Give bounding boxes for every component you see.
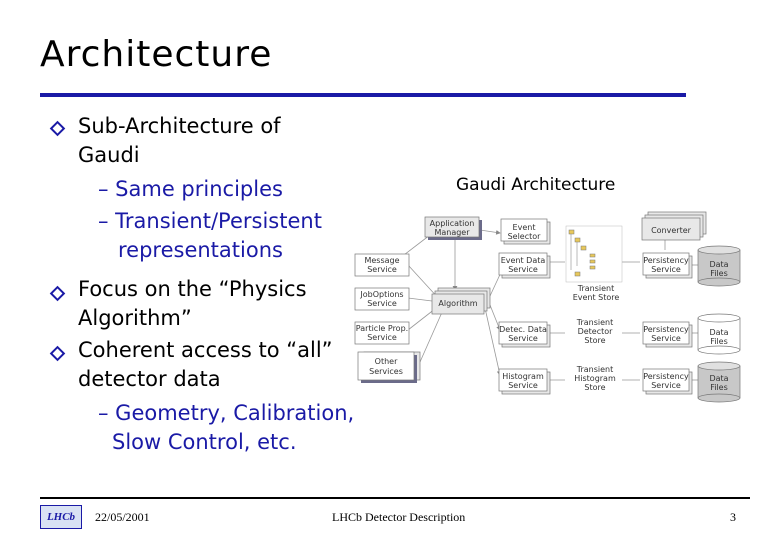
- svg-text:Persistency: Persistency: [643, 256, 689, 265]
- bullet-diamond-icon: [49, 120, 66, 137]
- svg-text:Store: Store: [584, 336, 605, 345]
- gaudi-architecture-diagram: Gaudi Architecture Application Manager E…: [354, 175, 741, 403]
- histogram-service-box: Histogram Service: [498, 368, 551, 395]
- svg-text:Files: Files: [710, 337, 728, 346]
- bullet-3-line-2: detector data: [78, 367, 221, 391]
- svg-text:Event Data: Event Data: [501, 256, 546, 265]
- event-data-service-box: Event Data Service: [498, 252, 551, 279]
- bullet-1-line-2: Gaudi: [78, 143, 140, 167]
- svg-text:Selector: Selector: [508, 232, 542, 241]
- bullet-3-line-1: Coherent access to “all”: [78, 338, 333, 362]
- svg-text:Transient: Transient: [576, 318, 614, 327]
- svg-text:Service: Service: [651, 265, 681, 274]
- svg-text:Detec. Data: Detec. Data: [499, 325, 547, 334]
- svg-text:Converter: Converter: [651, 226, 692, 235]
- lhcb-logo: LHCb: [40, 505, 82, 529]
- detector-data-service-box: Detec. Data Service: [498, 321, 551, 348]
- transient-detector-store: Transient Detector Store: [576, 318, 614, 345]
- data-files-2-cylinder: Data Files: [697, 313, 741, 355]
- svg-text:Histogram: Histogram: [502, 372, 544, 381]
- svg-text:Application: Application: [430, 219, 475, 228]
- svg-text:Transient: Transient: [576, 365, 614, 374]
- transient-histogram-store: Transient Histogram Store: [574, 365, 616, 392]
- event-selector-box: Event Selector: [500, 218, 551, 245]
- svg-text:Algorithm: Algorithm: [438, 299, 477, 308]
- application-manager-box: Application Manager: [424, 216, 482, 240]
- sub-bullet-2: – Transient/Persistent: [98, 209, 322, 233]
- algorithm-box: Algorithm: [431, 287, 491, 315]
- title-rule: [40, 93, 686, 97]
- particle-prop-service-box: Particle Prop. Service: [354, 321, 410, 345]
- svg-text:Service: Service: [367, 333, 397, 342]
- svg-text:Store: Store: [584, 383, 605, 392]
- bullet-2-line-1: Focus on the “Physics: [78, 277, 307, 301]
- svg-text:Service: Service: [367, 265, 397, 274]
- svg-text:Persistency: Persistency: [643, 372, 689, 381]
- svg-text:Service: Service: [651, 334, 681, 343]
- sub-bullet-3-cont: Slow Control, etc.: [112, 430, 297, 454]
- svg-text:Service: Service: [508, 265, 538, 274]
- svg-text:Detector: Detector: [578, 327, 614, 336]
- footer-rule: [40, 497, 750, 499]
- slide-title: Architecture: [40, 34, 273, 75]
- data-files-3-cylinder: Data Files: [697, 361, 741, 403]
- svg-text:Event: Event: [513, 223, 536, 232]
- persistency-service-2-box: Persistency Service: [642, 321, 693, 348]
- svg-text:Event Store: Event Store: [573, 293, 620, 302]
- svg-text:Data: Data: [709, 374, 728, 383]
- joboptions-service-box: JobOptions Service: [354, 287, 410, 311]
- transient-event-store: Transient Event Store: [565, 225, 623, 302]
- svg-text:JobOptions: JobOptions: [359, 290, 403, 299]
- svg-text:Data: Data: [709, 260, 728, 269]
- other-services-box: Other Services: [357, 351, 421, 383]
- svg-text:Histogram: Histogram: [574, 374, 616, 383]
- message-service-box: Message Service: [354, 253, 410, 277]
- bullet-diamond-icon: [49, 285, 66, 302]
- svg-text:Files: Files: [710, 269, 728, 278]
- bullet-1-line-1: Sub-Architecture of: [78, 114, 281, 138]
- sub-bullet-2-cont: representations: [118, 238, 283, 262]
- svg-text:Service: Service: [367, 299, 397, 308]
- svg-text:Particle Prop.: Particle Prop.: [356, 324, 408, 333]
- folder-tree-icon: [568, 229, 596, 277]
- svg-text:Service: Service: [651, 381, 681, 390]
- persistency-service-3-box: Persistency Service: [642, 368, 693, 395]
- persistency-service-1-box: Persistency Service: [642, 252, 693, 279]
- svg-text:Other: Other: [375, 357, 398, 366]
- bullet-2-line-2: Algorithm”: [78, 306, 192, 330]
- data-files-1-cylinder: Data Files: [697, 245, 741, 287]
- svg-text:Persistency: Persistency: [643, 325, 689, 334]
- sub-bullet-3: – Geometry, Calibration,: [98, 401, 355, 425]
- bullet-diamond-icon: [49, 345, 66, 362]
- footer-center-title: LHCb Detector Description: [332, 510, 466, 524]
- sub-bullet-1: – Same principles: [98, 177, 283, 201]
- svg-text:Services: Services: [369, 367, 403, 376]
- svg-text:Files: Files: [710, 383, 728, 392]
- svg-text:Transient: Transient: [577, 284, 615, 293]
- svg-text:Message: Message: [364, 256, 399, 265]
- svg-text:Manager: Manager: [434, 228, 470, 237]
- svg-text:Service: Service: [508, 334, 538, 343]
- page-number: 3: [730, 510, 736, 524]
- svg-text:Service: Service: [508, 381, 538, 390]
- svg-text:Data: Data: [709, 328, 728, 337]
- diagram-title: Gaudi Architecture: [456, 175, 615, 195]
- converter-box: Converter: [641, 211, 707, 241]
- footer-date: 22/05/2001: [95, 510, 150, 524]
